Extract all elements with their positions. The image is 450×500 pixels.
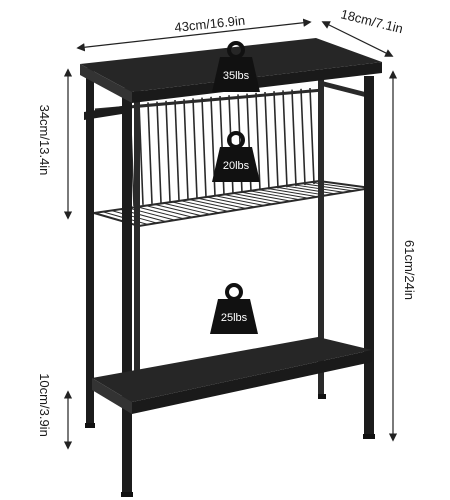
wire-bar [318, 87, 324, 183]
wire-bar [201, 97, 207, 198]
weight-icon-bottom: 25lbs [210, 283, 258, 334]
wire-bar [147, 102, 153, 204]
wire-bar [192, 98, 198, 199]
wire-shelf-slat [145, 205, 193, 218]
wire-shelf-slat [137, 206, 184, 220]
rear-left-leg [86, 68, 94, 426]
depth-dimension-line [321, 21, 394, 57]
wire-bar [300, 88, 306, 186]
wire-rack-top-rod [94, 88, 324, 112]
wire-shelf-slat [171, 201, 220, 214]
weight-icon-middle: 20lbs [212, 131, 260, 182]
front-right-leg [364, 76, 374, 438]
wire-shelf-slat [284, 185, 336, 195]
wire-shelf-slat [266, 187, 318, 198]
wire-shelf-slat [154, 203, 202, 217]
middle-wire-shelf-slats [102, 181, 363, 226]
top-board-side-edge [80, 64, 132, 103]
wire-bar [156, 101, 162, 203]
weight-bottom-label: 25lbs [221, 312, 248, 324]
wire-bar [273, 91, 279, 189]
wire-bar [264, 91, 270, 190]
weight-icon-top: 35lbs [212, 41, 260, 92]
wire-shelf-slat [128, 207, 175, 221]
wire-shelf-slat [197, 197, 247, 209]
wire-bar [309, 87, 315, 185]
bottom-board-side-edge [92, 378, 132, 414]
wire-rack-bars [129, 87, 324, 207]
bottom-clearance-label: 10cm/3.9in [37, 373, 52, 437]
wire-bar [282, 90, 288, 188]
wire-bar [138, 103, 144, 205]
wire-bar [291, 89, 297, 187]
depth-label: 18cm/7.1in [339, 6, 404, 36]
wire-shelf-slat [223, 194, 273, 205]
total-height-label: 61cm/24in [402, 240, 417, 300]
upper-height-label: 34cm/13.4in [37, 105, 52, 176]
wire-shelf-slat [310, 181, 363, 190]
wire-shelf-slat [249, 190, 300, 201]
wire-shelf-slat [215, 195, 265, 207]
wire-shelf-slat [292, 184, 345, 193]
foot-rear-right [318, 394, 326, 399]
wire-shelf-slat [232, 192, 282, 204]
wire-shelf-slat [301, 182, 354, 192]
dimension-lines [63, 18, 398, 450]
bottom-board-front-edge [132, 350, 372, 414]
bottom-board-surface [92, 337, 372, 402]
shelf-unit [80, 38, 382, 497]
width-dimension-line [76, 18, 312, 52]
wire-shelf-slat [206, 196, 256, 208]
front-left-leg [122, 88, 132, 496]
wire-shelf-slat [111, 210, 157, 224]
wire-shelf-slat [189, 198, 238, 211]
wire-shelf-slat [241, 191, 291, 202]
wire-shelf-slat [275, 186, 327, 196]
foot-front-left [121, 492, 133, 497]
wire-bar [255, 92, 261, 191]
foot-rear-left [85, 423, 95, 428]
foot-front-right [363, 434, 375, 439]
width-label: 43cm/16.9in [174, 13, 246, 35]
wire-shelf-slat [180, 200, 229, 212]
wire-shelf-slat [163, 202, 211, 215]
wire-bar [165, 100, 171, 202]
wire-shelf-slat [258, 189, 309, 199]
back-left-leg [134, 90, 140, 390]
weight-top-label: 35lbs [223, 70, 250, 82]
wire-bar [174, 99, 180, 201]
wire-bar [183, 99, 189, 200]
right-side-bar [318, 80, 365, 97]
back-right-leg [318, 78, 324, 398]
weight-middle-label: 20lbs [223, 160, 250, 172]
